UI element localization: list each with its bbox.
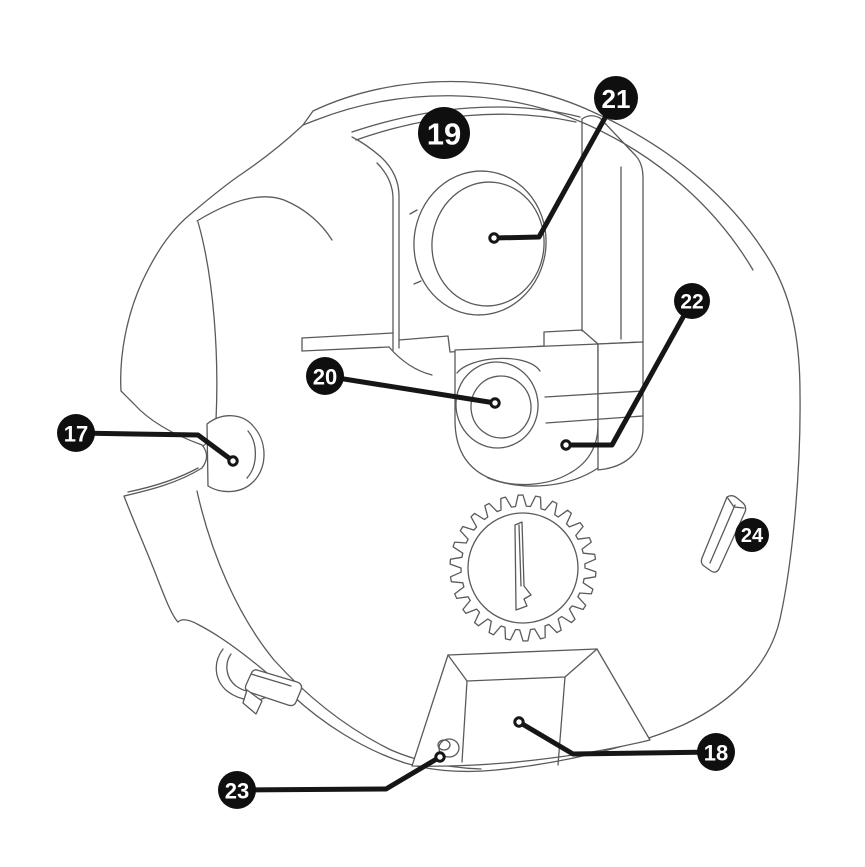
- leader-line-17: [73, 430, 236, 464]
- mount-bracket-right-ext: [597, 341, 644, 471]
- platform-corner-ridge: [581, 115, 644, 343]
- callout-number-24: 24: [741, 525, 764, 547]
- stop-pin-edge: [709, 504, 736, 564]
- side-ledge-upper-line: [301, 332, 394, 339]
- callout-badge-17: [57, 414, 95, 452]
- callout-badge-21: [594, 76, 638, 120]
- leader-line-21: [491, 95, 619, 241]
- callout-badge-22: [674, 283, 710, 319]
- platform-ridge-outer: [351, 106, 581, 133]
- callout-badge-23: [218, 771, 256, 809]
- platform-ridge-inner: [355, 113, 577, 141]
- callout-number-17: 17: [64, 421, 88, 446]
- roller-top-rim-hint: [456, 357, 541, 374]
- bracket-bottom-curve: [487, 467, 599, 487]
- foot-inner-top-edges: [447, 648, 598, 682]
- slotted-shaft: [514, 521, 532, 611]
- stop-pin-facet: [726, 496, 745, 509]
- foot-inner-left-edge: [461, 680, 468, 763]
- leader-dot-17: [227, 455, 239, 467]
- leader-line-23: [234, 754, 443, 793]
- leader-line-20: [322, 373, 498, 406]
- rim-neck-inner-line: [196, 196, 333, 241]
- callout-badge-19: [418, 107, 470, 159]
- side-knob-crescent: [246, 430, 257, 479]
- platform-left-wall-outer: [351, 136, 400, 349]
- leader-dot-21: [488, 232, 500, 244]
- platform-left-wall-inner: [376, 162, 394, 351]
- leader-line-22: [563, 298, 695, 448]
- rim-chamfer-top-arc: [315, 95, 754, 271]
- bracket-seam-upper: [544, 390, 644, 398]
- callout-badge-24: [735, 518, 769, 552]
- callout-badge-18: [697, 733, 735, 771]
- lens-rim-tick-1: [409, 209, 418, 215]
- callout-number-22: 22: [680, 290, 703, 313]
- foot-pedestal: [411, 648, 651, 767]
- callout-badge-20: [306, 357, 344, 395]
- lens-rim-tick-2: [413, 280, 422, 285]
- foot-inner-right-edge: [557, 676, 566, 766]
- rim-step-ledge: [302, 119, 317, 126]
- leader-dot-23: [434, 751, 446, 763]
- roller-cylinder-bore: [470, 375, 532, 439]
- side-ledge-curve: [388, 346, 433, 376]
- clip-pin-cap: [242, 689, 263, 715]
- lens-opening-outer: [413, 170, 547, 316]
- leader-dot-22: [560, 439, 572, 451]
- side-knob: [206, 415, 265, 493]
- callout-number-20: 20: [313, 364, 337, 389]
- callout-number-18: 18: [704, 740, 728, 765]
- slotted-shaft-edge: [518, 524, 522, 587]
- clip-pin-edge: [250, 673, 292, 687]
- leader-dot-18: [513, 716, 525, 728]
- leader-line-18: [516, 719, 719, 757]
- bottom-stud-inner: [437, 739, 451, 751]
- callout-number-23: 23: [225, 778, 249, 803]
- side-ledge-lower-line: [301, 346, 390, 352]
- leader-dot-20: [489, 397, 501, 409]
- notch-bay-shadow-line: [127, 467, 199, 493]
- callout-number-21: 21: [602, 84, 631, 114]
- clip-pin: [244, 669, 303, 707]
- lens-opening-inner: [431, 181, 545, 307]
- callout-layer: 17 18 19 20 21 22 23 24: [57, 76, 769, 809]
- callout-number-19: 19: [427, 117, 461, 152]
- stop-pin: [700, 495, 747, 573]
